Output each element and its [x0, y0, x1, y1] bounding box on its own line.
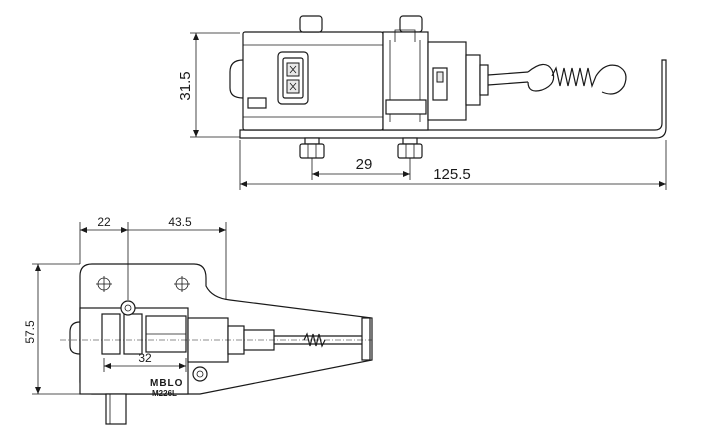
- dim-total-length: 125.5: [239, 140, 667, 190]
- top-boss-left: [299, 15, 323, 33]
- dim-height-label: 31.5: [177, 71, 194, 100]
- dim-height: 31.5: [177, 32, 240, 138]
- boss-top: [120, 300, 136, 316]
- plan-view: MBLO M226L 22 43.5 57.5: [23, 215, 373, 425]
- side-boss: [229, 59, 244, 99]
- dim-hole-offset: 22: [79, 215, 129, 300]
- dim-plate-height-label: 57.5: [23, 320, 37, 344]
- dim-hole-spacing-label: 43.5: [168, 215, 192, 229]
- brand-marking: MBLO: [150, 378, 183, 389]
- dim-mount-spacing: 29: [311, 156, 411, 180]
- dim-inner-width: 32: [103, 351, 187, 372]
- base-bracket: [239, 59, 667, 139]
- hole-right: [174, 276, 190, 292]
- housing-body: [242, 31, 384, 131]
- dim-plate-height: 57.5: [23, 263, 80, 395]
- hook-loop: [527, 63, 555, 92]
- hole-left: [96, 276, 112, 292]
- dim-mount-spacing-label: 29: [356, 156, 373, 173]
- stem: [105, 393, 127, 425]
- spring-ring: [595, 64, 627, 95]
- mounting-plate: [79, 263, 373, 395]
- dim-total-length-label: 125.5: [433, 166, 471, 183]
- boss-bottom: [192, 366, 208, 382]
- mount-stud-right: [397, 137, 423, 159]
- mount-stud-left: [299, 137, 325, 159]
- model-marking: M226L: [152, 389, 177, 398]
- dim-inner-width-label: 32: [138, 351, 152, 365]
- side-elevation-view: 31.5 29 125.5: [177, 15, 667, 190]
- dim-hole-spacing: 43.5: [128, 215, 227, 300]
- spring: [551, 66, 597, 89]
- dim-hole-offset-label: 22: [97, 215, 111, 229]
